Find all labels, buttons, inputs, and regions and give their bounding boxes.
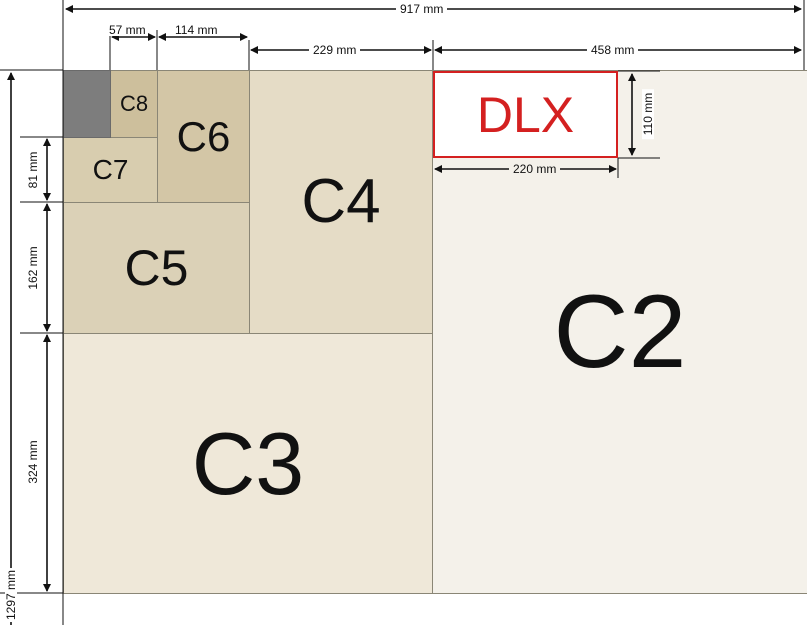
c2-label: C2 (553, 274, 687, 390)
dim-c3-height: 324 mm (26, 436, 40, 488)
c8-area: C8 (110, 70, 158, 138)
c4-label: C4 (301, 167, 381, 236)
dim-dlx-height: 110 mm (641, 88, 655, 140)
dim-c7-height: 81 mm (26, 147, 40, 193)
c6-label: C6 (176, 112, 231, 160)
c6-area: C6 (157, 70, 250, 203)
dim-total-width: 917 mm (396, 3, 448, 15)
dim-c6-width: 114 mm (172, 24, 221, 36)
c7-area: C7 (63, 137, 158, 203)
c7-label: C7 (92, 154, 129, 185)
dim-c5-height: 162 mm (26, 242, 40, 294)
c4-area: C4 (249, 70, 433, 334)
dlx-label: DLX (476, 86, 575, 143)
dim-total-height: 1297 mm (4, 567, 18, 623)
dim-dlx-width: 220 mm (509, 163, 561, 175)
c8-label: C8 (119, 91, 149, 116)
dim-c8-width: 57 mm (107, 23, 148, 37)
dlx-envelope: DLX (433, 71, 618, 158)
dim-c2-width: 458 mm (587, 44, 639, 56)
c5-area: C5 (63, 202, 250, 334)
dim-c4-width: 229 mm (309, 44, 361, 56)
c3-label: C3 (191, 413, 305, 513)
c5-label: C5 (124, 240, 189, 296)
